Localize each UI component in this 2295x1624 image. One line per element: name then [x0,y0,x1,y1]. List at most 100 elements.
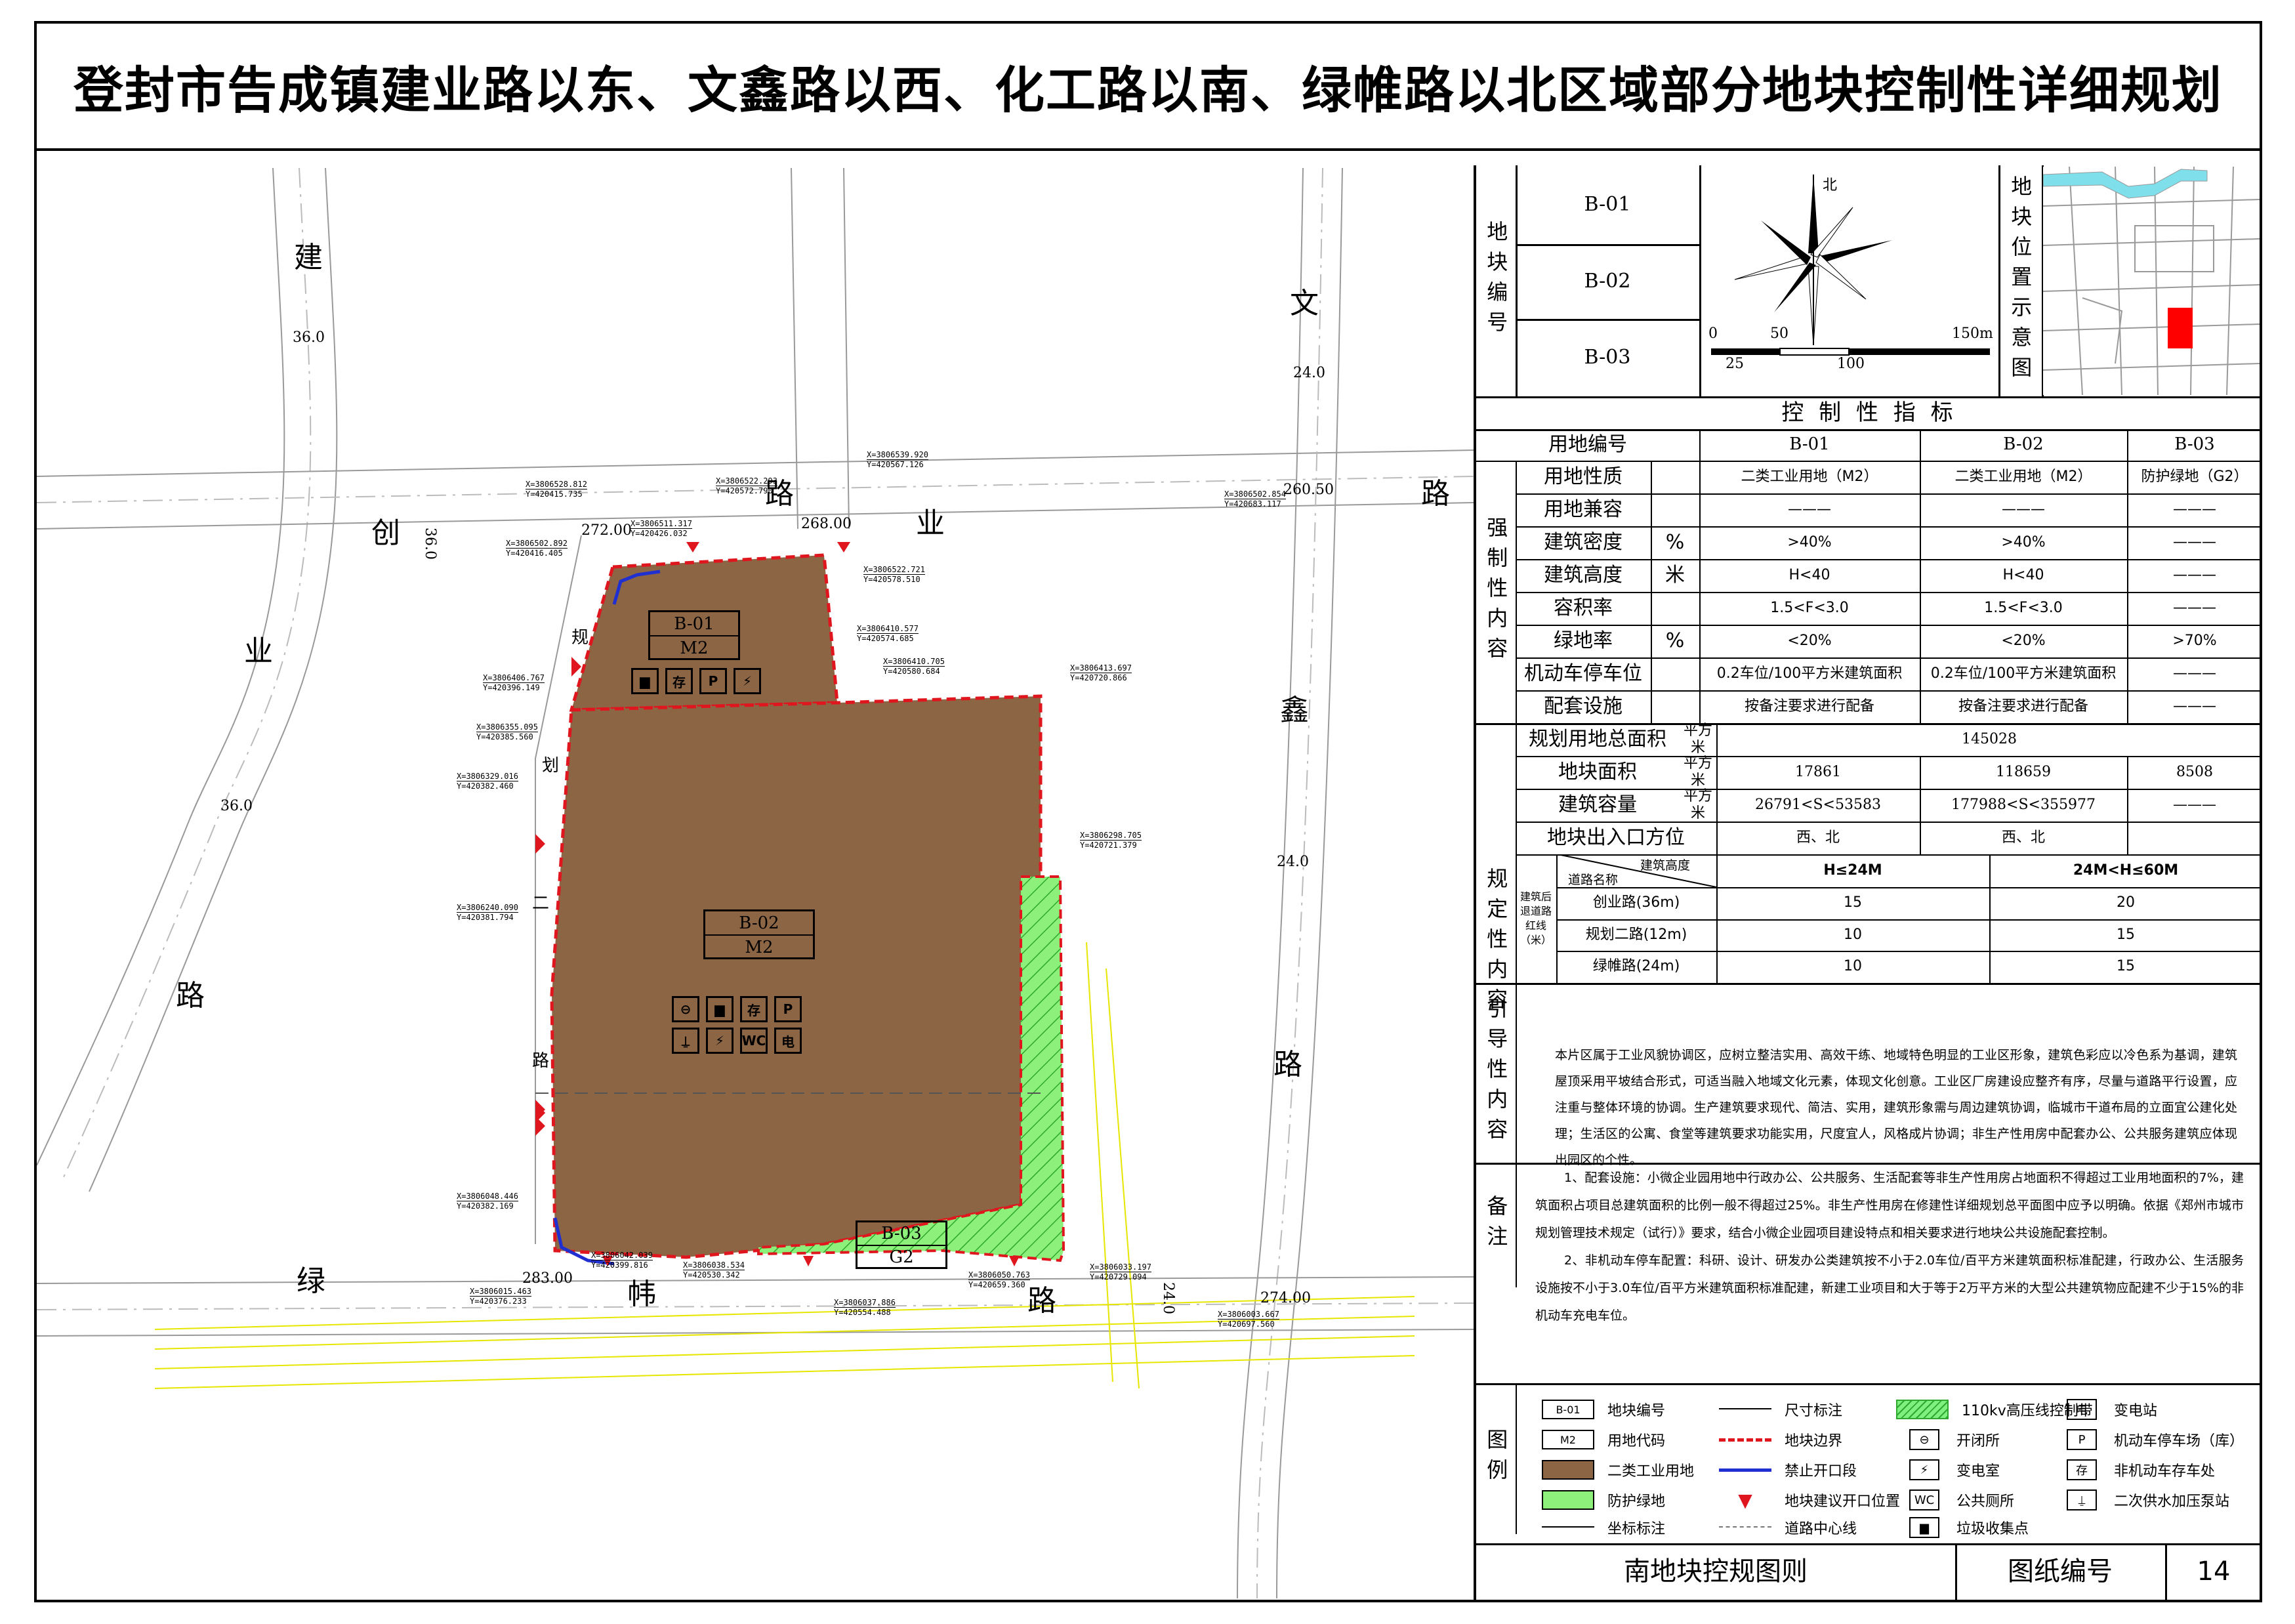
capacity-unit: 平方米 [1683,787,1712,822]
mandatory-b03-6: ——— [2173,665,2216,682]
col-header-label: 用地编号 [1548,433,1627,456]
parking-icon: P [774,996,802,1022]
legend-centerline: 道路中心线 [1719,1514,1857,1541]
plot-id-0: B-01 [1584,193,1631,216]
north-arrow-icon [1734,175,1892,346]
plot-b03-area[interactable] [757,875,1065,1262]
legend-power-station: 电变电站 [2067,1396,2157,1423]
total-area-unit: 平方米 [1683,722,1712,756]
garbage-icon: ▆ [1909,1517,1939,1538]
elevation-4: 274.00 [1260,1290,1311,1306]
mandatory-b03-7: ——— [2173,697,2216,715]
bicycle-parking-icon: 存 [665,668,693,694]
mandatory-unit-6 [1651,657,1699,690]
road-label-wei: 帏 [627,1278,656,1311]
red-triangle-icon: ▼ [1738,1489,1752,1511]
title-bar: 登封市告成镇建业路以东、文鑫路以西、化工路以南、绿帷路以北区域部分地块控制性详细… [37,24,2260,151]
access-label: 地块出入口方位 [1547,826,1685,849]
setback-head-diagonal [1558,854,1716,887]
substation-room-icon: ⚡ [734,668,761,694]
road-width-jianye-top: 36.0 [293,329,325,346]
mandatory-b01-0: 二类工业用地（M2） [1741,468,1878,485]
legend-no-opening: 禁止开口段 [1719,1457,1857,1483]
jianye-road [37,168,338,1192]
mandatory-b02-1: ——— [2002,501,2045,518]
setback-col-a: H≤24M [1823,862,1882,879]
legend-switch: ⊖开闭所 [1909,1426,2000,1453]
plot-b01-area[interactable] [569,553,839,712]
road-label-lu4: 路 [1027,1284,1056,1318]
substation-room-icon: ⚡ [1909,1459,1939,1480]
legend-coordinate: 坐标标注 [1542,1514,1665,1541]
road-label-lu2: 路 [765,477,794,510]
scale-0: 0 [1708,325,1718,342]
access-b02: 西、北 [2001,829,2045,846]
road-label-er: 二 [532,894,550,913]
mandatory-b03-1: ——— [2173,501,2216,518]
map-panel[interactable]: 建 业 路 创 业 路 路 文 鑫 路 绿 帏 路 规 划 二 路 36.0 3… [37,168,1474,1598]
scale-25: 25 [1726,356,1744,372]
elevation-1: 268.00 [801,516,852,532]
mandatory-b02-0: 二类工业用地（M2） [1954,468,2092,485]
elevation-2: 260.50 [1283,482,1334,498]
legend-industrial: 二类工业用地 [1542,1457,1694,1483]
legend-bicycle: 存非机动车存车处 [2067,1457,2215,1483]
mandatory-b01-2: >40% [1787,533,1832,551]
mandatory-b03-0: 防护绿地（G2） [2141,468,2248,485]
plot-area-b03: 8508 [2176,763,2213,780]
setback-a-2: 10 [1844,958,1862,975]
mandatory-label-6: 机动车停车位 [1524,662,1642,685]
wenxin-road [1237,168,1343,1598]
locator-header: 地块位置示意图 [2008,175,2033,386]
mandatory-b02-6: 0.2车位/100平方米建筑面积 [1930,665,2117,682]
setback-b-1: 15 [2117,926,2135,943]
middle-north-road [791,168,850,530]
water-pump-icon: ⍊ [2067,1489,2097,1510]
road-label-ye1: 业 [244,635,273,668]
bicycle-parking-icon: 存 [740,996,768,1022]
locator-plot-marker [2168,308,2193,348]
scale-bar [1711,348,1990,356]
legend-boundary: 地块边界 [1719,1426,1842,1453]
capacity-label: 建筑容量 [1558,793,1637,816]
drawing-no-label: 图纸编号 [2008,1556,2113,1587]
road-label-lu1: 路 [176,979,205,1012]
mandatory-label-7: 配套设施 [1544,695,1623,718]
setback-road-1: 规划二路(12m) [1585,926,1687,943]
mandatory-unit-1 [1651,493,1699,526]
mandatory-label-1: 用地兼容 [1544,498,1623,521]
road-width-wenxin-top: 24.0 [1293,365,1325,381]
mandatory-label-3: 建筑高度 [1544,564,1623,587]
mandatory-b01-5: <20% [1787,632,1832,649]
road-width-jianye-mid: 36.0 [220,798,253,814]
road-width-chuangye: 36.0 [421,528,438,560]
mandatory-b03-2: ——— [2173,533,2216,551]
road-width-lvwei: 24.0 [1159,1282,1176,1314]
legend-substation-room: ⚡变电室 [1909,1457,2000,1483]
capacity-b02: 177988<S<355977 [1951,796,2096,813]
plot-b02-area[interactable] [550,694,1043,1259]
plot-area-b02: 118659 [1996,763,2051,780]
map-canvas[interactable] [37,168,1474,1598]
legend-dimension: 尺寸标注 [1719,1396,1842,1423]
opening-markers [535,542,1020,1266]
road-label-hua: 划 [542,756,560,776]
mandatory-b02-4: 1.5<F<3.0 [1984,599,2063,616]
mandatory-unit-5: % [1665,629,1685,652]
